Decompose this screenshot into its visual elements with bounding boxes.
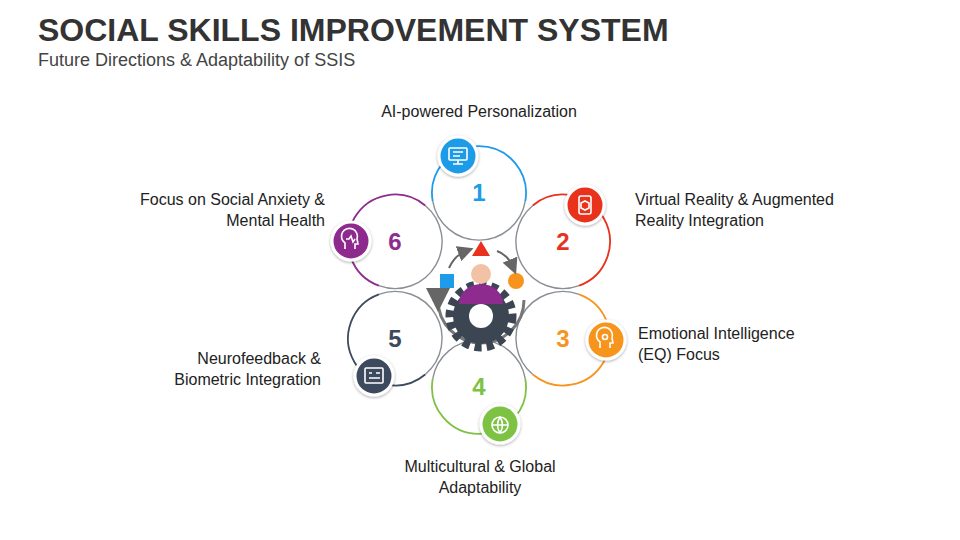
- cycle-step: 6Focus on Social Anxiety & Mental Health: [350, 197, 440, 287]
- icon-badge: [332, 137, 625, 443]
- gear-teeth: [450, 285, 512, 347]
- person-head: [471, 264, 491, 284]
- slide-subtitle: Future Directions & Adaptability of SSIS: [38, 50, 355, 71]
- step-number: 4: [434, 342, 524, 432]
- step-label: Multicultural & Global Adaptability: [388, 456, 573, 498]
- step-number: 5: [350, 294, 440, 384]
- flow-arrow: [449, 251, 466, 268]
- cycle-step: 1AI-powered Personalization: [434, 148, 524, 238]
- petal-arcs: [348, 146, 610, 434]
- cycle-step: 3Emotional Intelligence (EQ) Focus: [518, 294, 608, 384]
- circle-shape: [508, 273, 524, 289]
- step-number: 1: [434, 148, 524, 238]
- step-number: 6: [350, 197, 440, 287]
- slide-title: SOCIAL SKILLS IMPROVEMENT SYSTEM: [38, 12, 669, 49]
- cycle-step: 2Virtual Reality & Augmented Reality Int…: [518, 197, 608, 287]
- step-label: Emotional Intelligence (EQ) Focus: [638, 323, 823, 365]
- triangle-shape: [472, 241, 490, 256]
- gear-hole: [469, 304, 493, 328]
- step-label: Neurofeedback & Biometric Integration: [151, 348, 321, 390]
- step-label: AI-powered Personalization: [349, 101, 609, 122]
- cycle-step: 5Neurofeedback & Biometric Integration: [350, 294, 440, 384]
- flow-arrow: [497, 251, 513, 267]
- center-gear-person: [438, 241, 524, 347]
- icon-glyphs: [341, 148, 613, 433]
- step-number: 2: [518, 197, 608, 287]
- cycle-step: 4Multicultural & Global Adaptability: [434, 342, 524, 432]
- petal-inner-arc: [433, 201, 526, 240]
- step-number: 3: [518, 294, 608, 384]
- person-body: [459, 284, 503, 304]
- square-shape: [440, 274, 454, 288]
- step-label: Focus on Social Anxiety & Mental Health: [120, 189, 325, 231]
- step-label: Virtual Reality & Augmented Reality Inte…: [635, 189, 870, 231]
